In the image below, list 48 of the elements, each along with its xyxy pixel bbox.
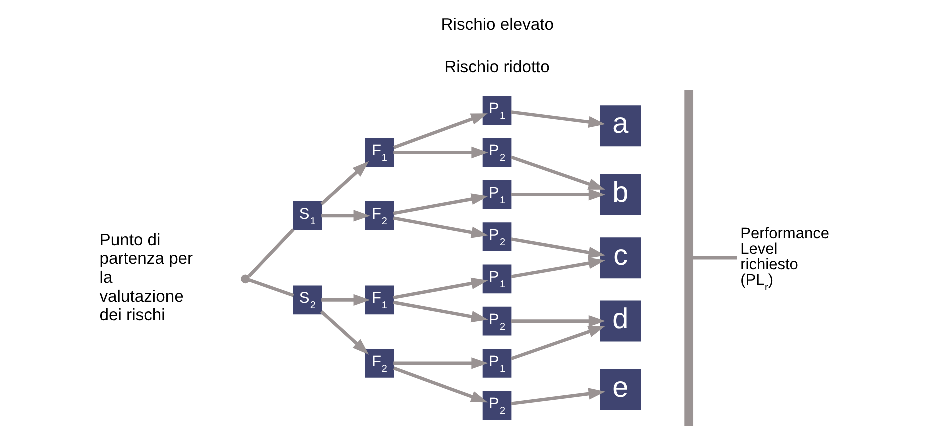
arrow [511, 110, 606, 128]
node-box: P$_{2}$ [482, 391, 512, 420]
node-box: e [600, 370, 642, 411]
connector [248, 228, 295, 278]
arrow [511, 258, 606, 279]
arrow [511, 189, 606, 201]
node-box: P$_{1}$ [482, 349, 512, 378]
node-box: d [600, 300, 642, 342]
label: Rischio elevato [441, 15, 554, 34]
node-box: F$_{1}$ [365, 138, 394, 168]
node-label: Punto di partenza per la valutazione dei rischi [100, 230, 194, 325]
arrow [511, 238, 606, 258]
arrow [393, 194, 488, 216]
node-box: S$_{2}$ [293, 286, 322, 315]
arrow [393, 366, 488, 403]
node-box: F$_{1}$ [365, 286, 394, 315]
arrow [510, 156, 606, 190]
label: Rischio ridotto [444, 57, 550, 76]
arrow [511, 388, 606, 406]
arrow [393, 216, 488, 238]
arrow [320, 161, 370, 206]
arrow [394, 146, 488, 159]
node-box: S$_{1}$ [293, 202, 322, 230]
node-box: P$_{2}$ [482, 138, 512, 168]
node-box: P$_{2}$ [482, 222, 512, 252]
node-box: F$_{2}$ [365, 349, 394, 378]
node-box: F$_{2}$ [365, 202, 394, 230]
node-box: P$_{2}$ [482, 306, 512, 336]
node-box: P$_{1}$ [482, 180, 512, 210]
node-box: c [600, 238, 642, 279]
arrow [322, 210, 370, 222]
node-box: P$_{1}$ [482, 264, 512, 294]
arrow [393, 300, 488, 323]
node-circle [241, 274, 250, 284]
arrow [393, 278, 488, 300]
arrow [393, 114, 488, 150]
node-bar [684, 90, 694, 426]
arrow [511, 315, 606, 328]
arrow [510, 326, 606, 360]
connector [249, 278, 294, 298]
arrow [322, 294, 370, 306]
node-box: b [600, 174, 642, 216]
connector [693, 256, 738, 260]
arrow [394, 358, 488, 370]
arrow [320, 310, 370, 355]
node-text: Performance Level richiesto (PL$_{r}$) [740, 225, 830, 294]
node-box: a [600, 106, 642, 147]
node-box: P$_{1}$ [482, 96, 512, 126]
